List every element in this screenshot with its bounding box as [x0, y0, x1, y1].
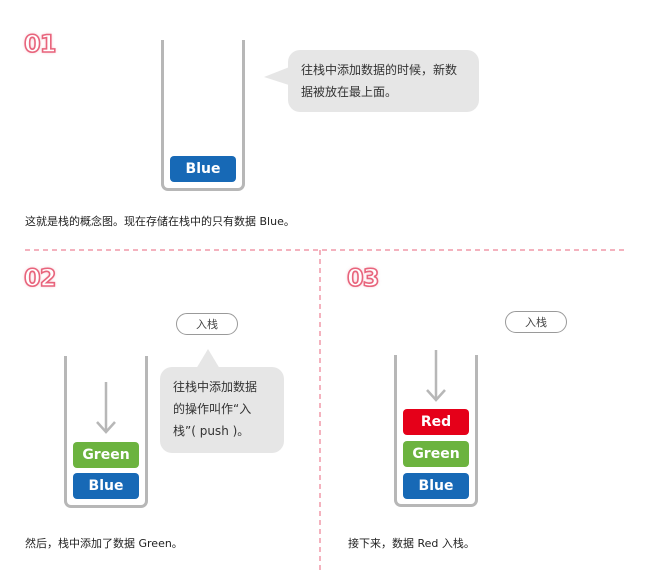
stack-block-blue: Blue	[403, 473, 469, 499]
stack-block-green: Green	[73, 442, 139, 468]
stack-block-blue: Blue	[73, 473, 139, 499]
stack-container	[394, 355, 478, 507]
dashed-divider-horizontal	[25, 249, 625, 251]
down-arrow-icon	[426, 350, 446, 402]
stack-block-red: Red	[403, 409, 469, 435]
bubble-text-line: 往栈中添加数据	[173, 380, 258, 394]
push-label: 入栈	[176, 313, 238, 335]
bubble-text-line: 栈”( push )。	[173, 424, 250, 438]
speech-bubble-tail	[264, 66, 292, 86]
caption: 然后，栈中添加了数据 Green。	[25, 537, 183, 550]
stack-block-blue: Blue	[170, 156, 236, 182]
bubble-text-line: 据被放在最上面。	[301, 85, 398, 99]
speech-bubble: 往栈中添加数据的时候，新数 据被放在最上面。	[288, 50, 479, 112]
bubble-text-line: 往栈中添加数据的时候，新数	[301, 63, 458, 77]
stack-container	[64, 356, 148, 508]
dashed-divider-vertical	[319, 250, 321, 570]
caption: 这就是栈的概念图。现在存储在栈中的只有数据 Blue。	[25, 215, 295, 228]
bubble-text-line: 的操作叫作“入	[173, 402, 252, 416]
speech-bubble: 往栈中添加数据 的操作叫作“入 栈”( push )。	[160, 367, 284, 453]
step-number-02: 02	[23, 263, 57, 293]
push-label: 入栈	[505, 311, 567, 333]
stack-block-green: Green	[403, 441, 469, 467]
step-number-01: 01	[23, 29, 57, 59]
down-arrow-icon	[96, 382, 116, 434]
caption: 接下来，数据 Red 入栈。	[348, 537, 475, 550]
step-number-03: 03	[346, 263, 380, 293]
speech-bubble-tail	[196, 349, 220, 369]
stack-container	[161, 40, 245, 191]
